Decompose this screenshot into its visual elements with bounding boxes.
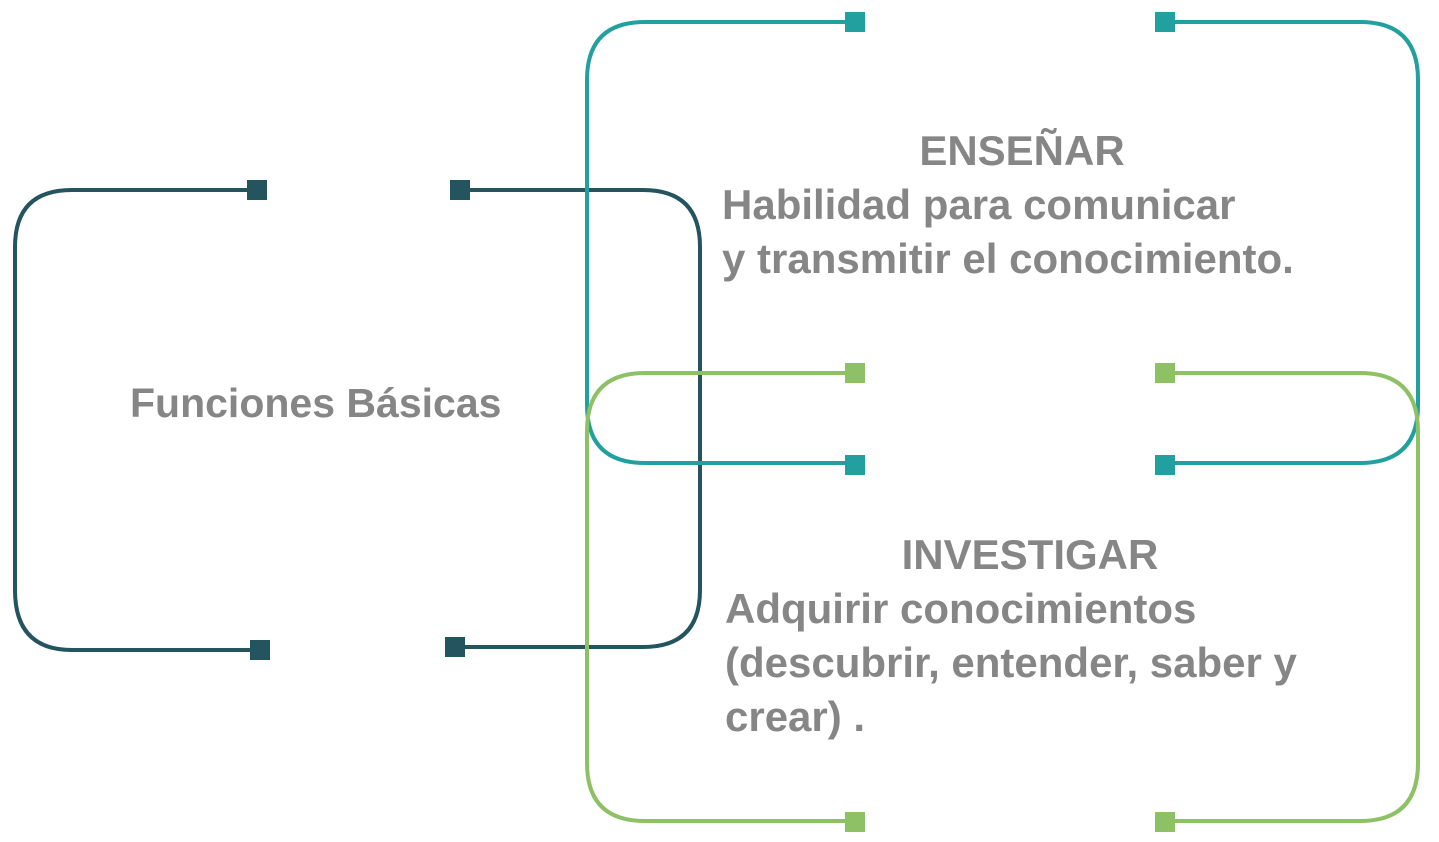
investigar-description: Adquirir conocimientos (descubrir, enten…	[725, 585, 1297, 740]
funciones-basicas-left-bracket	[13, 188, 260, 652]
funciones-basicas-frame	[13, 180, 702, 660]
frame-corner-marker	[845, 363, 865, 383]
investigar-title: INVESTIGAR	[901, 531, 1159, 578]
frame-corner-marker	[1155, 363, 1175, 383]
frame-corner-marker	[845, 812, 865, 832]
funciones-basicas-label: Funciones Básicas	[130, 380, 502, 426]
ensenar-title: ENSEÑAR	[919, 127, 1125, 174]
ensenar-frame	[585, 12, 1420, 475]
frame-corner-marker	[450, 180, 470, 200]
frame-corner-marker	[1155, 12, 1175, 32]
ensenar-left-bracket	[585, 20, 855, 465]
frame-corner-marker	[445, 637, 465, 657]
funciones-basicas-right-bracket	[455, 188, 702, 649]
investigar-block: INVESTIGAR Adquirir conocimientos (descu…	[725, 528, 1405, 744]
investigar-right-bracket	[1165, 371, 1420, 823]
investigar-left-bracket	[585, 371, 855, 823]
ensenar-description: Habilidad para comunicar y transmitir el…	[722, 181, 1294, 282]
frame-corner-marker	[250, 640, 270, 660]
frame-corner-marker	[845, 455, 865, 475]
frame-corner-marker	[247, 180, 267, 200]
frame-corner-marker	[845, 12, 865, 32]
ensenar-block: ENSEÑAR Habilidad para comunicar y trans…	[722, 124, 1402, 286]
investigar-frame	[585, 363, 1420, 832]
frame-corner-marker	[1155, 812, 1175, 832]
ensenar-right-bracket	[1165, 20, 1420, 465]
frame-corner-marker	[1155, 455, 1175, 475]
